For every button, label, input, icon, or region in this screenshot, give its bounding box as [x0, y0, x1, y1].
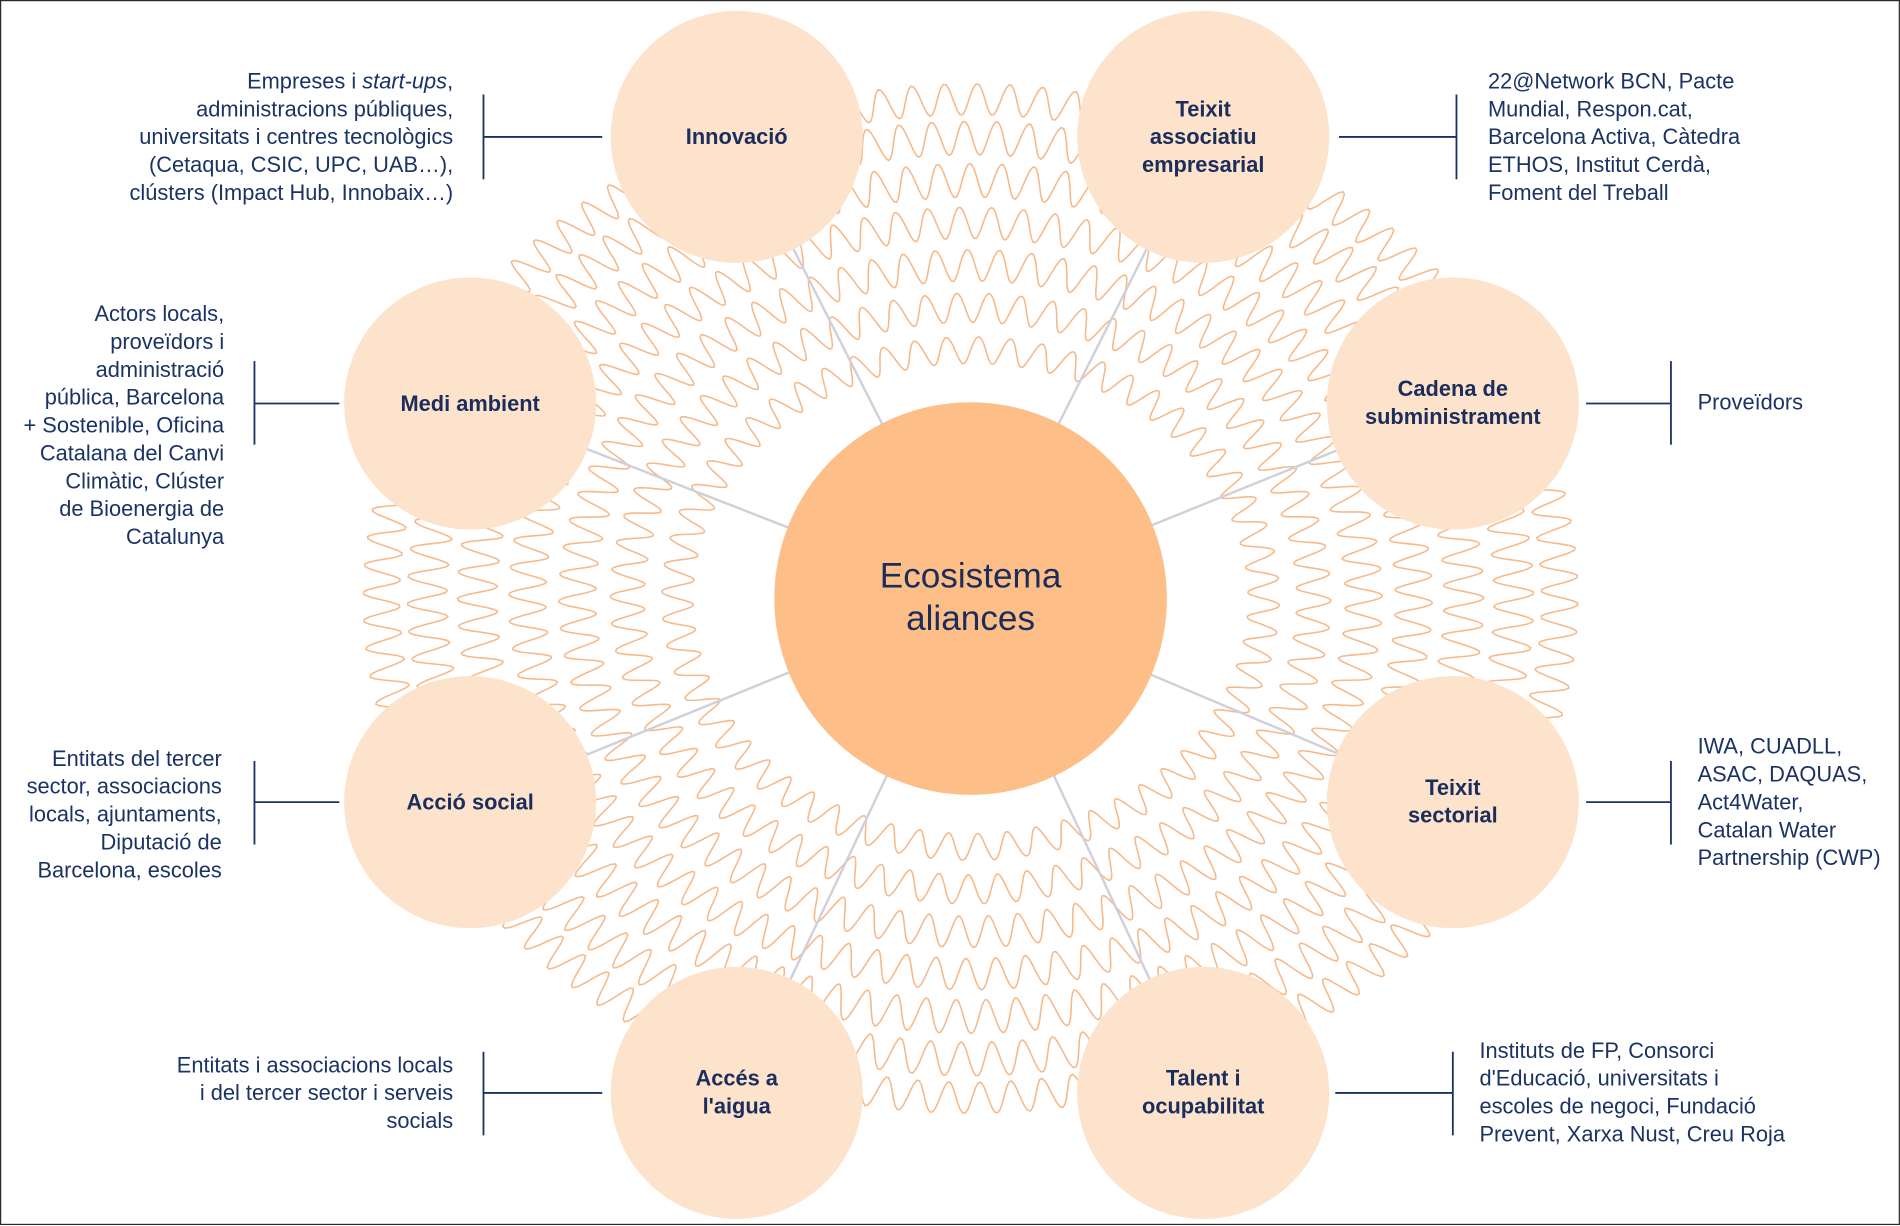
node-cadena: Cadena de subministrament: [1326, 277, 1579, 530]
bracket-teixit-sectorial: [1586, 760, 1672, 845]
node-innovacio: Innovació: [610, 10, 863, 263]
description-acces-aigua: Entitats i associacions locals i del ter…: [176, 1052, 454, 1133]
node-label: Teixit associatiu empresarial: [1141, 96, 1265, 177]
node-accio-social: Acció social: [344, 676, 597, 929]
bracket-innovacio: [482, 94, 603, 180]
node-label: Talent i ocupabilitat: [1142, 1066, 1265, 1119]
description-teixit-sectorial: IWA, CUADLL, ASAC, DAQUAS, Act4Water, Ca…: [1697, 734, 1881, 871]
bracket-teixit-associatiu: [1338, 94, 1458, 180]
wave-line-3: [508, 206, 1433, 991]
wave-line-2: [557, 248, 1384, 949]
node-label: Medi ambient: [400, 390, 540, 416]
node-label: Cadena de subministrament: [1364, 376, 1541, 429]
node-teixit-sectorial: Teixit sectorial: [1326, 676, 1579, 929]
center-label: Ecosistema aliances: [879, 557, 1062, 639]
bracket-talent: [1335, 1051, 1454, 1136]
description-innovacio: Empreses i start-ups, administracions pú…: [129, 69, 454, 205]
node-teixit-associatiu: Teixit associatiu empresarial: [1077, 10, 1330, 263]
bracket-medi-ambient: [253, 361, 340, 445]
node-talent: Talent i ocupabilitat: [1077, 966, 1330, 1219]
node-label: Accés a l'aigua: [695, 1066, 778, 1119]
node-medi-ambient: Medi ambient: [344, 277, 597, 530]
bracket-cadena: [1586, 361, 1672, 445]
description-medi-ambient: Actors locals, proveïdors i administraci…: [23, 301, 225, 549]
node-label: Innovació: [685, 124, 788, 149]
description-cadena: Proveïdors: [1697, 390, 1804, 415]
brackets: [253, 94, 1672, 1136]
wave-line-1: [609, 292, 1332, 905]
wave-line-0: [660, 336, 1281, 862]
node-label: Teixit sectorial: [1407, 775, 1498, 828]
bracket-acces-aigua: [482, 1051, 603, 1136]
description-accio-social: Entitats del tercer sector, associacions…: [26, 746, 222, 883]
node-label: Acció social: [406, 789, 534, 814]
bracket-accio-social: [253, 760, 340, 845]
description-teixit-associatiu: 22@Network BCN, Pacte Mundial, Respon.ca…: [1487, 69, 1741, 205]
node-acces-aigua: Accés a l'aigua: [610, 966, 863, 1219]
center-node: Ecosistema aliances: [774, 402, 1167, 795]
description-talent: Instituts de FP, Consorci d'Educació, un…: [1479, 1038, 1785, 1147]
italic-term: start-ups: [362, 69, 448, 94]
